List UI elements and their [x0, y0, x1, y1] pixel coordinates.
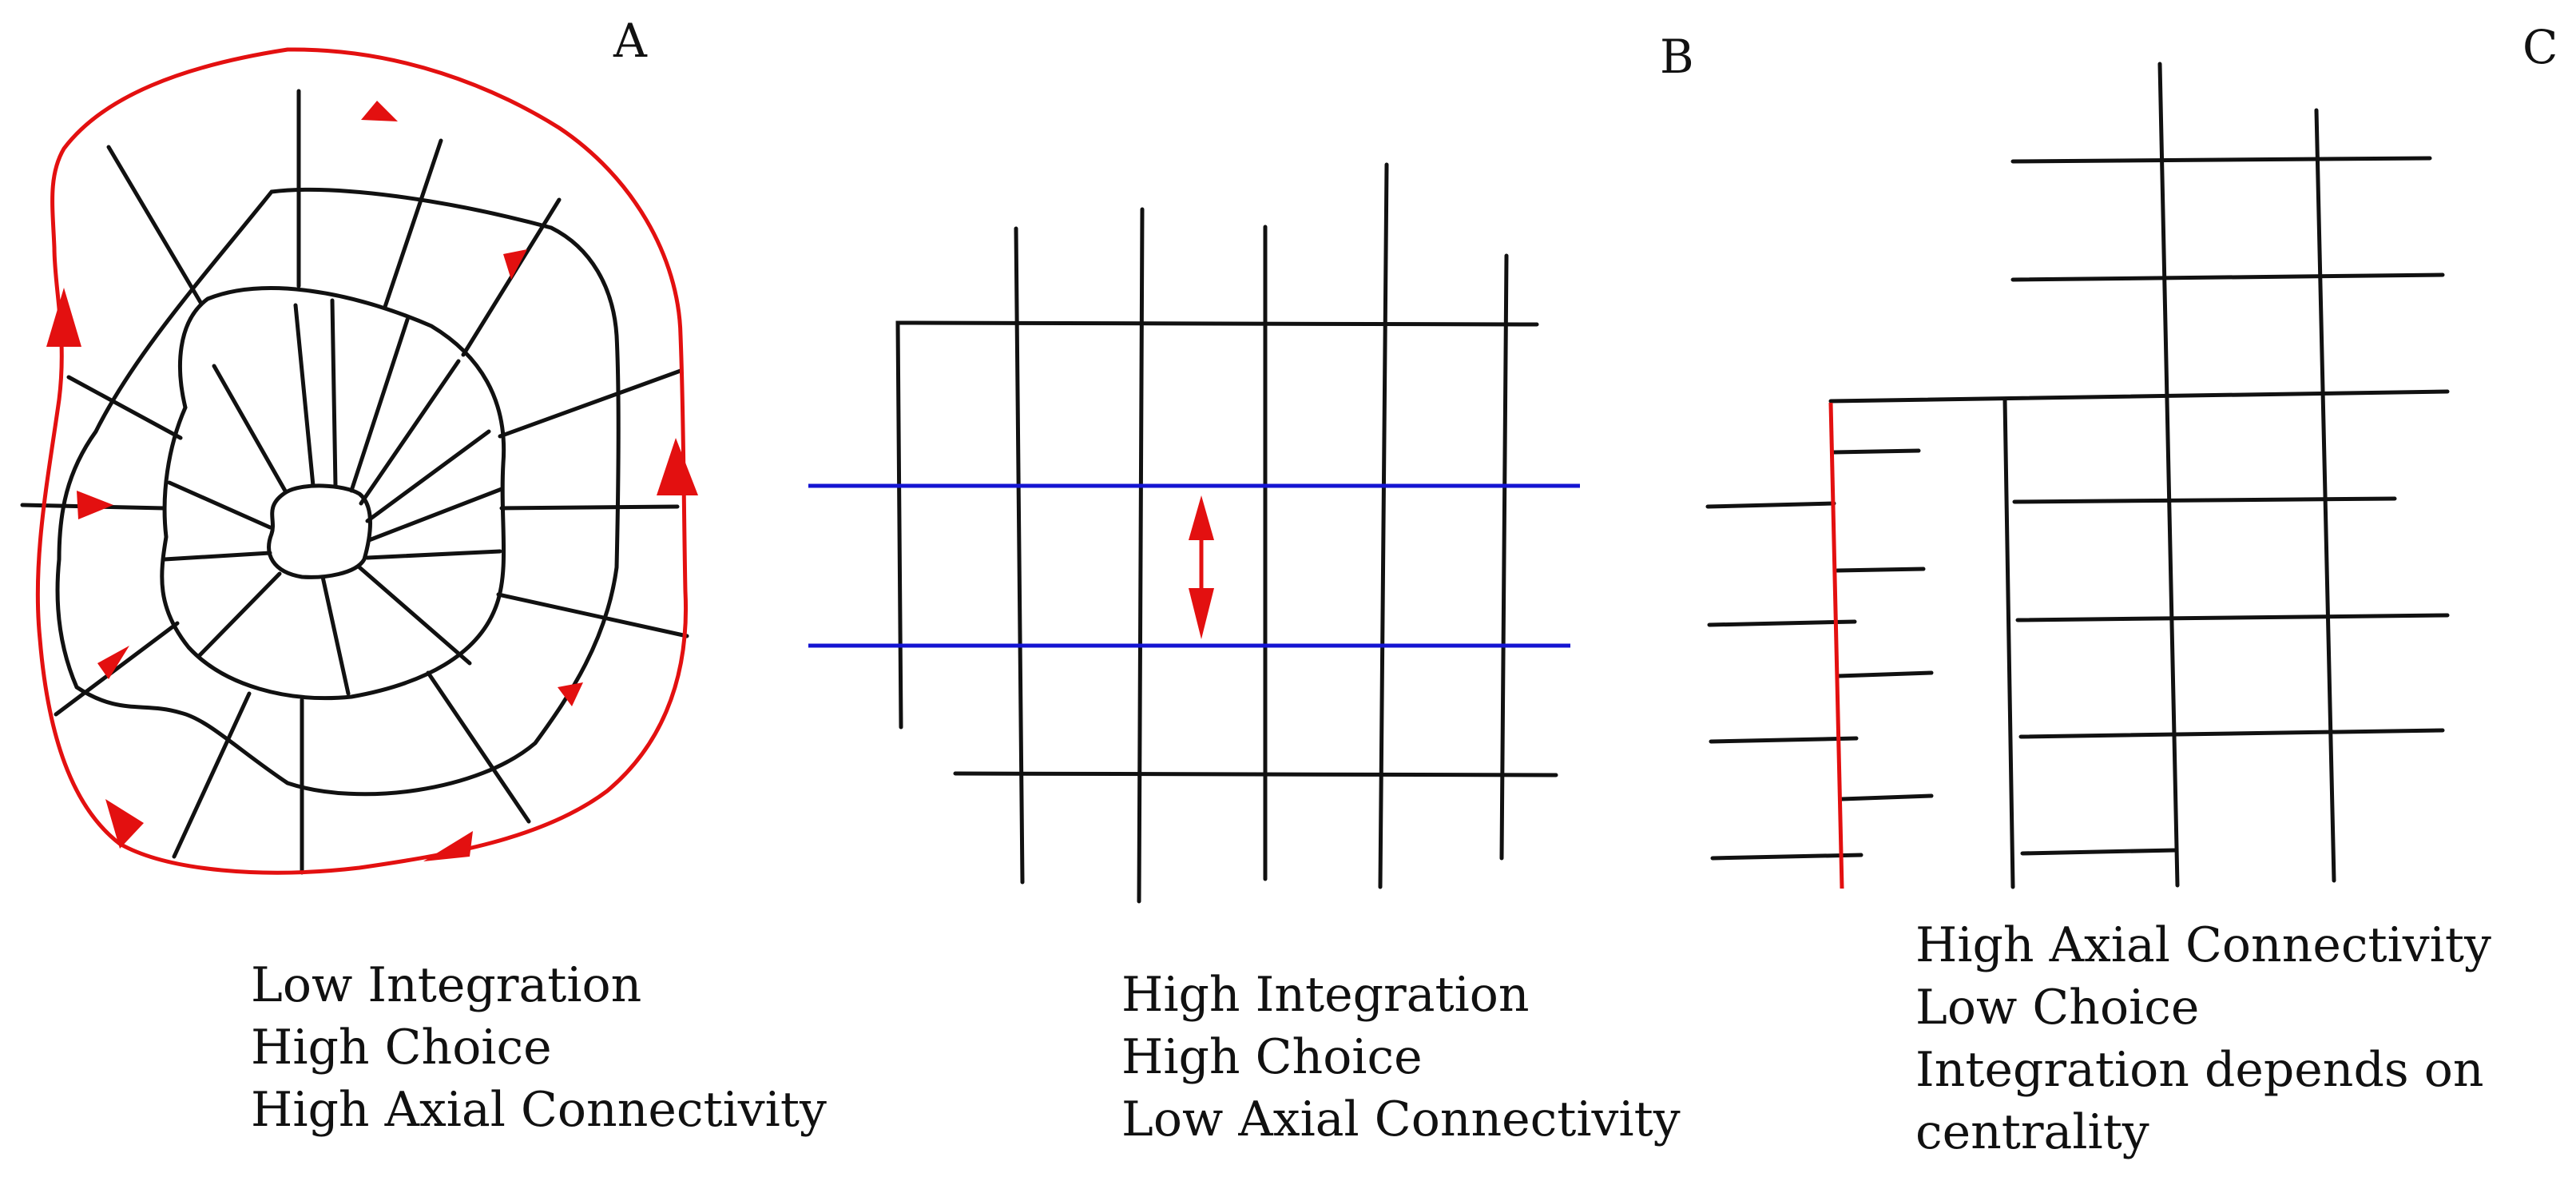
- direction-arrow-icon: [97, 646, 129, 679]
- panel-a-spoke: [320, 575, 351, 696]
- panel-b-street: [1378, 162, 1389, 889]
- panel-a-caption: Low Integration High Choice High Axial C…: [251, 954, 827, 1141]
- panel-a-label: A: [613, 14, 647, 68]
- panel-a-spoke: [293, 303, 316, 488]
- panel-c-street: [1828, 389, 2450, 404]
- panel-c-caption: High Axial Connectivity Low Choice Integ…: [1915, 914, 2491, 1163]
- panel-a-spoke: [349, 317, 410, 493]
- panel-c-street: [2010, 156, 2432, 164]
- panel-b-network: [895, 162, 1558, 904]
- panel-a-spoke: [212, 364, 288, 495]
- panel-a-outer-ring: [55, 187, 621, 797]
- direction-arrow-icon: [361, 101, 398, 121]
- panel-c-street: [1709, 736, 1859, 744]
- panel-a-spoke: [498, 368, 683, 439]
- panel-b-label: B: [1660, 30, 1694, 84]
- panel-a-spoke: [54, 621, 180, 717]
- panel-c-red-street: [1828, 402, 1844, 889]
- direction-arrow-icon: [105, 799, 144, 849]
- direction-arrow-icon: [657, 438, 698, 495]
- panel-b-street: [1014, 226, 1025, 885]
- panel-b-street: [895, 320, 1539, 730]
- direction-arrow-icon: [423, 831, 473, 861]
- caption-line: High Axial Connectivity: [251, 1082, 827, 1138]
- panel-b-street: [953, 771, 1558, 777]
- panel-b-highlighted-axes: [808, 483, 1580, 648]
- caption-line: Low Integration: [251, 957, 642, 1013]
- direction-arrow-icon: [503, 249, 527, 280]
- panel-c-street: [2020, 848, 2178, 856]
- panel-a-spoke: [383, 138, 443, 309]
- panel-c-street: [1832, 448, 1921, 455]
- caption-line: High Integration: [1121, 967, 1530, 1023]
- panel-b-street: [1137, 207, 1145, 904]
- panel-c-street: [1710, 853, 1864, 861]
- panel-c-street: [1840, 793, 1934, 801]
- panel-c-street: [1707, 619, 1857, 627]
- panel-a-spoke: [330, 298, 338, 488]
- caption-line: High Choice: [1121, 1029, 1423, 1085]
- panel-a-spoke: [499, 504, 680, 511]
- panel-a-spoke: [359, 359, 461, 506]
- panel-b-caption: High Integration High Choice Low Axial C…: [1121, 964, 1681, 1151]
- caption-line: Low Axial Connectivity: [1121, 1092, 1681, 1147]
- panel-a-spoke: [367, 487, 504, 543]
- caption-line: High Axial Connectivity: [1915, 917, 2491, 973]
- panel-a-spoke: [357, 565, 472, 666]
- panel-a-spoke: [365, 549, 502, 560]
- panel-a-spoke: [197, 571, 282, 658]
- panel-c-network: [1705, 62, 2450, 889]
- direction-arrow-icon: [558, 682, 583, 706]
- panel-c-street: [1705, 501, 1836, 509]
- panel-b-distance-arrow: [1189, 495, 1214, 639]
- panel-a-spoke: [106, 145, 204, 306]
- panel-c-street: [1836, 670, 1934, 678]
- caption-line: centrality: [1915, 1104, 2149, 1160]
- direction-arrow-icon: [46, 288, 81, 347]
- down-arrow-icon: [1189, 588, 1214, 639]
- panel-a-arrowheads: [46, 101, 698, 861]
- caption-line: Low Choice: [1915, 980, 2200, 1036]
- panel-a-spoke: [365, 429, 491, 523]
- panel-c-street: [2314, 108, 2336, 883]
- panel-c-street: [2002, 397, 2015, 889]
- panel-a-spoke: [162, 551, 272, 562]
- panel-a-network: [20, 89, 689, 875]
- panel-c-street: [2015, 613, 2450, 622]
- panel-c-street: [2012, 496, 2397, 504]
- panel-a-spoke: [167, 480, 272, 530]
- panel-a-perimeter-route: [35, 47, 689, 875]
- panel-a-inner-ring: [160, 286, 506, 701]
- caption-line: High Choice: [251, 1020, 552, 1076]
- caption-line: Integration depends on: [1915, 1042, 2484, 1098]
- direction-arrow-icon: [77, 491, 113, 519]
- panel-a-spoke: [496, 592, 689, 638]
- panel-c-street: [1835, 567, 1926, 573]
- panel-a-spoke: [172, 691, 252, 859]
- panel-c-street: [2157, 62, 2180, 888]
- panel-b-street: [1499, 253, 1509, 861]
- panel-a-center-blob: [267, 483, 372, 579]
- panel-a-spoke: [66, 375, 183, 440]
- up-arrow-icon: [1189, 495, 1214, 540]
- panel-c-street: [2010, 272, 2445, 282]
- panel-c-street: [2018, 728, 2445, 739]
- panel-c-label: C: [2522, 20, 2558, 74]
- panel-a-spoke: [426, 670, 531, 824]
